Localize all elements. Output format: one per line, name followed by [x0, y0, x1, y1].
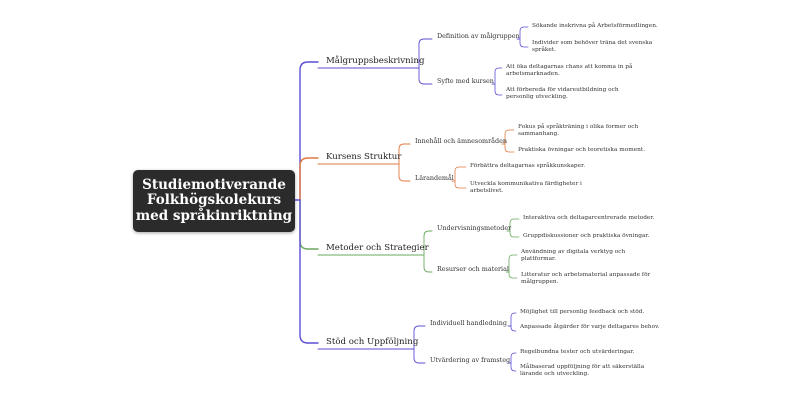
leaf-item: Fokus på språkträning i olika former och… — [518, 124, 639, 138]
branch-stod-och-uppfoljning[interactable]: Stöd och Uppföljning — [326, 337, 419, 347]
connector-line — [414, 67, 433, 85]
node-utvardering-av-framsteg[interactable]: Utvärdering av framsteg — [430, 356, 511, 364]
connector-line — [299, 61, 319, 201]
leaf-item: Gruppdiskussioner och praktiska övningar… — [523, 233, 650, 239]
connector-line — [505, 254, 518, 273]
leaf-item: Anpassade åtgärder för varje deltagares … — [520, 324, 660, 330]
node-individuell-handledning[interactable]: Individuell handledning — [430, 319, 507, 327]
connector-line — [409, 348, 426, 364]
connector-line — [419, 254, 433, 273]
branch-kursens-struktur[interactable]: Kursens Struktur — [326, 152, 402, 162]
connector-line — [507, 362, 517, 372]
leaf-item: Utveckla kommunikativa färdigheter i arb… — [470, 181, 582, 195]
connector-line — [419, 230, 433, 256]
connector-line — [414, 38, 433, 69]
node-syfte-med-kursen[interactable]: Syfte med kursen — [437, 77, 494, 85]
leaf-item: Sökande inskrivna på Arbetsförmedlingen. — [532, 23, 658, 29]
connector-line — [451, 180, 467, 189]
leaf-item: Litteratur och arbetsmaterial anpassade … — [521, 272, 651, 286]
connector-line — [491, 83, 503, 96]
leaf-item: Regelbundna tester och utvärderingar. — [520, 349, 635, 355]
root-title: Studiemotiverande Folkhögskolekurs med s… — [135, 176, 293, 224]
node-innehall-och-amnesomraden[interactable]: Innehåll och ämnesområden — [415, 137, 507, 145]
leaf-item: Individer som behöver träna det svenska … — [532, 40, 653, 54]
connector-line — [506, 218, 520, 232]
leaf-item: Möjlighet till personlig feedback och st… — [520, 309, 645, 315]
connector-line — [507, 325, 517, 332]
leaf-item: Praktiska övningar och teoretiska moment… — [518, 147, 646, 153]
connector-line — [507, 352, 517, 364]
leaf-item: Interaktiva och deltagarcentrerade metod… — [523, 215, 655, 221]
connector-line — [516, 26, 529, 40]
leaf-item: Förbättra deltagarnas språkkunskaper. — [470, 163, 586, 169]
node-undervisningsmetoder[interactable]: Undervisningsmetoder — [437, 224, 512, 232]
connector-line — [506, 230, 520, 238]
connector-line — [299, 199, 319, 250]
leaf-item: Målbaserad uppföljning för att säkerstäl… — [520, 364, 645, 378]
leaf-item: Användning av digitala verktyg och platt… — [521, 249, 626, 263]
connector-line — [507, 312, 517, 327]
node-larandemal[interactable]: Lärandemål — [415, 174, 454, 182]
connector-line — [299, 157, 319, 201]
connector-line — [505, 271, 518, 279]
connector-line — [451, 166, 467, 182]
connector-line — [394, 143, 411, 165]
connector-line — [299, 199, 319, 344]
leaf-item: Att öka deltagarnas chans att komma in p… — [506, 64, 633, 78]
root-node[interactable]: Studiemotiverande Folkhögskolekurs med s… — [133, 170, 295, 232]
node-resurser-och-material[interactable]: Resurser och material — [437, 265, 509, 273]
branch-malgruppsbeskrivning[interactable]: Målgruppsbeskrivning — [326, 56, 425, 66]
node-definition-av-malgruppen[interactable]: Definition av målgruppen — [437, 32, 520, 40]
connector-line — [501, 129, 515, 145]
branch-metoder-och-strategier[interactable]: Metoder och Strategier — [326, 243, 429, 253]
connector-line — [491, 67, 503, 85]
connector-line — [394, 163, 411, 182]
connector-line — [516, 38, 529, 48]
connector-line — [501, 143, 515, 153]
leaf-item: Att förbereda för vidareutbildning och p… — [506, 87, 619, 101]
connector-line — [409, 325, 426, 350]
